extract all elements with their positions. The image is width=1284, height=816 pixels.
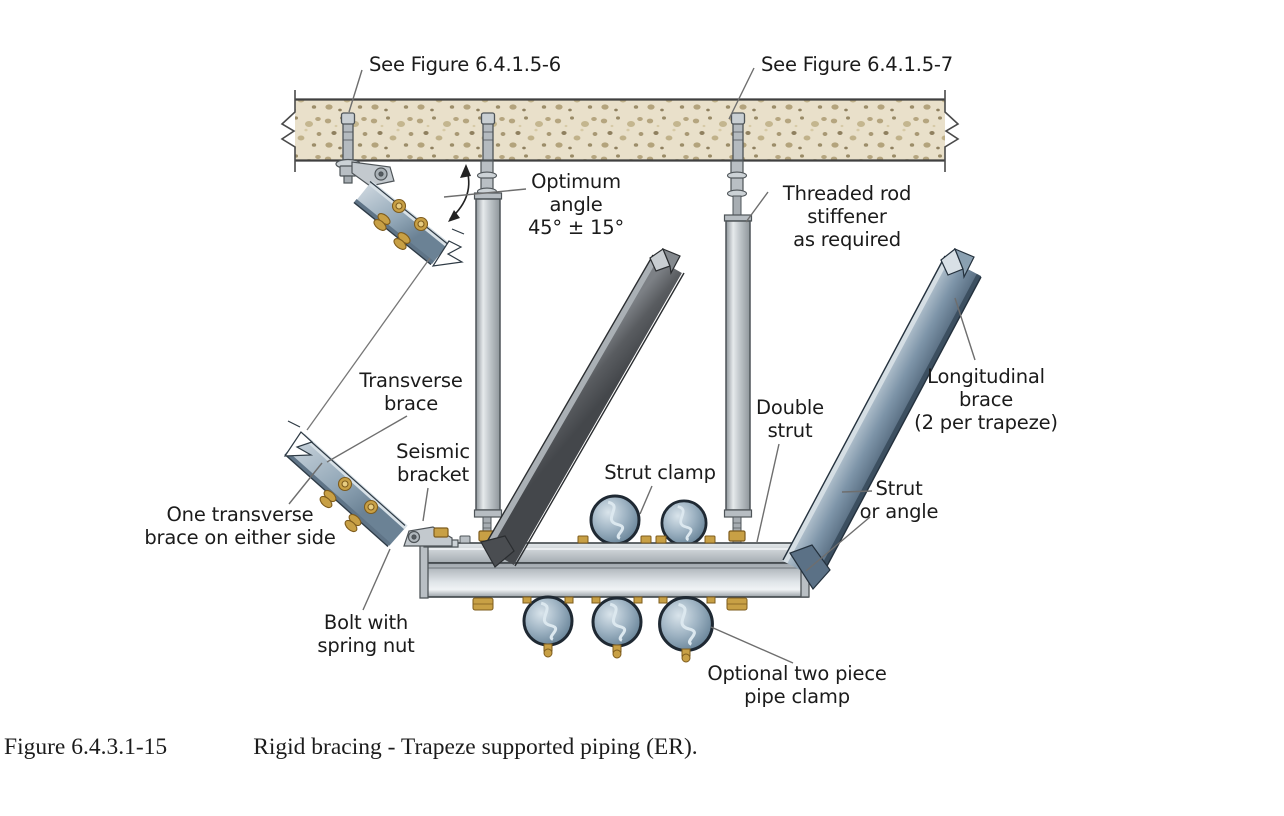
label-bolt-with-spring-nut: Bolt with spring nut — [317, 611, 415, 657]
slab-break-right — [944, 90, 960, 172]
slab-break-left — [280, 90, 296, 172]
leader-strut-or-angle-2 — [805, 516, 871, 572]
longitudinal-brace-rear — [480, 247, 685, 568]
anchor-right — [730, 112, 746, 161]
figure-caption: Figure 6.4.3.1-15 Rigid bracing - Trapeze… — [4, 734, 698, 761]
pipe — [522, 595, 574, 647]
label-optimum-angle: Optimum angle 45° ± 15° — [527, 170, 625, 239]
strut-end-cap-left — [419, 544, 429, 599]
leader-transverse-brace — [326, 415, 408, 463]
leader-strut-or-angle-1 — [841, 490, 873, 493]
slab-hinge-bracket — [335, 158, 395, 187]
leader-threaded-rod — [745, 191, 769, 223]
seismic-bracket-part — [403, 526, 459, 548]
leader-longitudinal-brace — [954, 297, 976, 361]
leader-strut-clamp — [639, 485, 653, 515]
label-see-figure-left: See Figure 6.4.1.5-6 — [369, 53, 561, 76]
threaded-rod-right — [723, 160, 753, 545]
label-longitudinal-brace: Longitudinal brace (2 per trapeze) — [914, 365, 1058, 434]
leader-see-figure-right — [728, 67, 755, 120]
rod-nut-below-right — [726, 597, 748, 611]
label-see-figure-right: See Figure 6.4.1.5-7 — [761, 53, 953, 76]
rod-stiffener-sleeve — [475, 198, 501, 511]
strut-upper — [422, 542, 807, 564]
label-optional-pipe-clamp: Optional two piece pipe clamp — [707, 662, 887, 708]
strut-hardware — [459, 535, 748, 663]
rear-brace-lower-tip — [480, 535, 515, 568]
label-seismic-bracket: Seismic bracket — [396, 440, 470, 486]
rod-nut-below-left — [472, 597, 494, 611]
leader-double-strut — [756, 443, 780, 543]
hanger-rods — [473, 160, 753, 545]
leader-one-transverse — [288, 462, 323, 505]
label-one-transverse-brace: One transverse brace on either side — [144, 503, 336, 549]
pipe — [591, 596, 643, 648]
transverse-brace-upper — [353, 180, 465, 267]
leader-lines — [288, 67, 976, 664]
label-double-strut: Double strut — [756, 396, 824, 442]
pipe — [658, 596, 714, 652]
leader-optimum-angle — [443, 188, 527, 198]
optimum-angle-arc — [448, 164, 471, 222]
leader-see-figure-left — [348, 69, 363, 113]
leader-bolt-spring-nut — [362, 548, 391, 611]
anchor-left — [340, 112, 356, 161]
brace-break-line — [306, 257, 431, 431]
brace-bolts-springs — [319, 198, 429, 533]
label-transverse-brace: Transverse brace — [359, 369, 463, 415]
threaded-rod-middle — [473, 160, 503, 545]
leader-optional-clamp — [710, 626, 794, 664]
figure-caption-title: Rigid bracing - Trapeze supported piping… — [253, 734, 698, 760]
rod-stiffener-sleeve — [725, 220, 751, 511]
concrete-anchors — [340, 112, 746, 161]
bottom-pipes — [522, 595, 714, 652]
trapeze-double-strut — [419, 542, 810, 599]
pipe-clamp-screws — [543, 643, 691, 663]
pipe — [660, 499, 708, 547]
concrete-slab — [280, 90, 960, 172]
label-strut-clamp: Strut clamp — [604, 461, 716, 484]
label-threaded-rod-stiffener: Threaded rod stiffener as required — [782, 182, 912, 251]
transverse-brace-assembly — [283, 158, 465, 548]
pipe — [589, 494, 641, 546]
label-strut-or-angle: Strut or angle — [859, 477, 939, 523]
longitudinal-brace-front — [782, 247, 982, 590]
leader-seismic-bracket — [422, 487, 429, 522]
figure-caption-number: Figure 6.4.3.1-15 — [4, 734, 168, 760]
anchor-middle — [480, 112, 496, 161]
